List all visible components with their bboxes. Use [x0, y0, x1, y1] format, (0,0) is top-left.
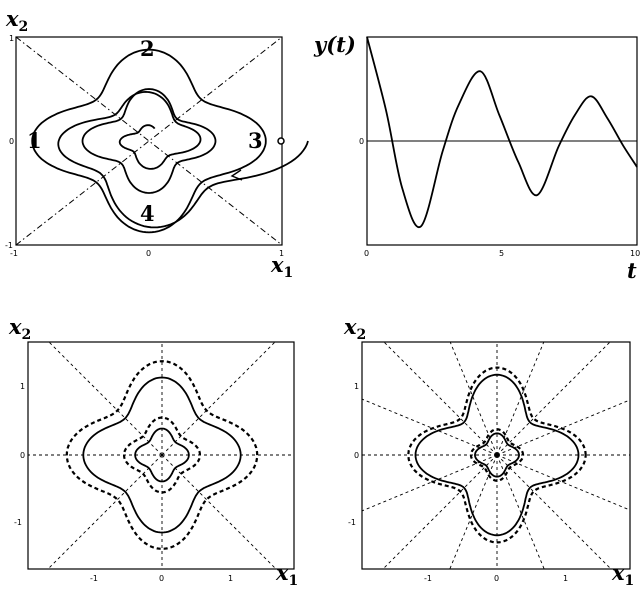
outer-dashed-curve	[65, 360, 259, 550]
xtick-10: 10	[630, 249, 640, 258]
ray-line	[383, 341, 498, 456]
ytick-1: 1	[20, 382, 25, 391]
plot-frame	[27, 341, 295, 570]
x-axis-label: x1	[275, 560, 298, 589]
y-axis-label: x2	[5, 6, 28, 35]
inner-dashed-curve	[469, 428, 525, 482]
ray-line	[361, 454, 498, 512]
xtick-1: 1	[228, 574, 233, 583]
ytick-0: 0	[359, 137, 364, 146]
y-axis-label: x2	[8, 314, 31, 343]
xtick-neg1: -1	[90, 574, 98, 583]
ray-line	[47, 454, 163, 570]
xtick-1: 1	[563, 574, 568, 583]
curve-inner	[81, 88, 217, 194]
ytick-0: 0	[20, 451, 25, 460]
outer-dashed-curve	[407, 366, 587, 544]
x-axis-label: x1	[270, 252, 293, 281]
panel-top-right: 0 0 5 10 y(t) t	[313, 32, 640, 283]
ray-line	[449, 341, 498, 456]
curve-outer	[31, 48, 267, 234]
y-axis-label: y(t)	[313, 32, 356, 57]
xtick-0: 0	[146, 249, 151, 258]
start-point-marker	[277, 137, 285, 145]
xtick-0: 0	[494, 574, 499, 583]
response-curve	[366, 36, 638, 229]
plot-frame	[361, 341, 631, 570]
xtick-neg1: -1	[10, 249, 18, 258]
ray-lines	[361, 341, 631, 570]
ytick-neg1: -1	[5, 241, 13, 250]
xtick-neg1: -1	[424, 574, 432, 583]
xtick-0: 0	[159, 574, 164, 583]
ray-line	[449, 454, 498, 570]
inner-dashed-curve	[123, 416, 201, 494]
curve-label-3: 3	[248, 128, 263, 153]
ytick-0: 0	[354, 451, 359, 460]
ytick-1: 1	[354, 382, 359, 391]
ytick-neg1: -1	[348, 518, 356, 527]
trajectory-arrowhead	[230, 169, 243, 181]
ytick-0: 0	[9, 137, 14, 146]
curve-label-4: 4	[140, 201, 155, 226]
xtick-0: 0	[364, 249, 369, 258]
outer-solid-curve	[414, 373, 580, 537]
xtick-5: 5	[499, 249, 504, 258]
inner-solid-curve	[134, 427, 190, 483]
ray-line	[382, 454, 498, 570]
y-axis-label: x2	[343, 314, 366, 343]
ray-line	[161, 341, 276, 456]
ray-line	[361, 398, 498, 456]
ray-line	[496, 341, 611, 456]
curve-label-1: 1	[27, 128, 42, 153]
ray-line	[496, 341, 545, 456]
xtick-1: 1	[279, 249, 284, 258]
panel-top-left: 2 1 3 4 1 0 -1 -1 0 1 x2 x1	[5, 6, 309, 281]
ray-line	[48, 341, 163, 456]
ray-line	[496, 454, 612, 570]
ytick-1: 1	[9, 34, 14, 43]
panel-bottom-right: 1 0 -1 -1 0 1 x2 x1	[343, 314, 634, 589]
trajectory	[57, 90, 309, 229]
panel-bottom-left: 1 0 -1 -1 0 1 x2 x1	[8, 314, 298, 589]
diagonal-line-1	[15, 36, 283, 246]
x-axis-label: t	[627, 258, 637, 283]
ray-lines	[28, 341, 294, 570]
ray-line	[161, 454, 277, 570]
ytick-neg1: -1	[14, 518, 22, 527]
diagonal-line-2	[15, 36, 283, 246]
outer-solid-curve	[82, 376, 242, 534]
curve-label-2: 2	[140, 36, 155, 61]
x-axis-label: x1	[611, 560, 634, 589]
inner-solid-curve	[474, 432, 520, 478]
